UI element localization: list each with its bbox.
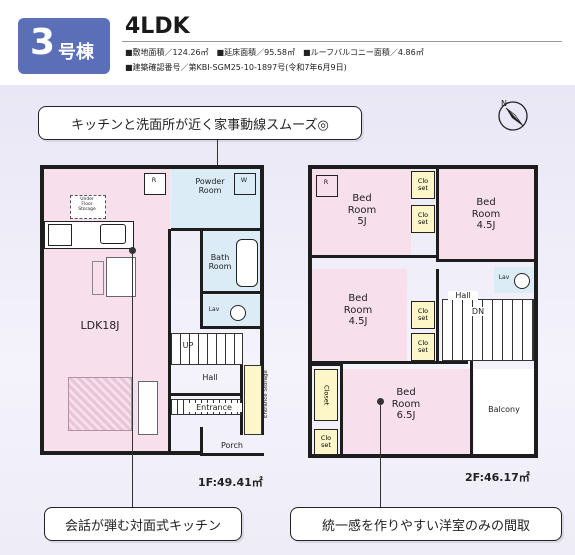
f1-wall-top: [40, 165, 262, 169]
balcony-area: [474, 369, 534, 455]
toilet-icon: [230, 305, 246, 321]
f1-wall-entrance-top: [171, 393, 241, 396]
bed1-ceiling-mark: [316, 175, 338, 197]
f1-wall-bath-bottom: [200, 291, 262, 294]
bed2-area: [438, 168, 534, 260]
f2-wall-bottom: [308, 454, 538, 458]
badge-number: 3: [30, 22, 56, 63]
hall-label: Hall: [202, 373, 218, 382]
f2-wall-left-low2: [308, 363, 312, 457]
closet-bed1-b: Clo set: [411, 205, 435, 233]
kitchen-sink-icon: [100, 224, 126, 244]
info-line-1: ■敷地面積／124.26㎡ ■延床面積／95.58㎡ ■ルーフバルコニー面積／4…: [125, 48, 424, 57]
dn-label: DN: [466, 307, 490, 317]
toilet2-icon: [514, 273, 530, 289]
callout-kitchen-laundry: キッチンと洗面所が近く家事動線スムーズ◎: [38, 106, 362, 140]
f2-wall-bed1-bottom: [308, 255, 436, 258]
bath-room-label: Bath Room: [208, 253, 232, 272]
building-number-badge: [18, 18, 110, 74]
refrigerator-icon: [144, 173, 166, 195]
bed4-area: [342, 369, 470, 455]
kitchen-counter: [44, 221, 134, 249]
powder-room-label: Powder Room: [195, 177, 225, 196]
f2-wall-bed4-right: [470, 361, 473, 456]
f1-wall-porch-bottom: [200, 453, 264, 456]
callout-connector-top: [217, 140, 218, 180]
bed1-area: [311, 168, 411, 256]
sofa: [138, 381, 158, 435]
lav-label: Lav: [208, 306, 220, 313]
refrigerator-mark: R: [151, 176, 157, 184]
floor2-plan: Clo set Clo set Clo set Clo set Closet C…: [308, 165, 538, 460]
f1-wall-left: [40, 165, 44, 455]
callout-connector-left: [132, 253, 133, 507]
f2-wall-bed3-bottom: [308, 361, 468, 364]
f2-wall-bed4-left: [340, 363, 343, 456]
callout-connector-right: [380, 404, 381, 508]
bed1-r-mark: R: [323, 178, 329, 186]
bed1-label: Bed Room 5J: [347, 193, 377, 227]
closet-bed4-a: Closet: [314, 369, 338, 421]
callout-open-kitchen: 会話が弾む対面式キッチン: [44, 507, 242, 541]
info-line-2: ■建築確認番号／第KBI-SGM25-10-1897号(令和7年6月9日): [125, 63, 347, 72]
closet-bed3-b: Clo set: [411, 333, 435, 361]
f1-wall-lav-bottom: [200, 326, 262, 329]
balcony-label: Balcony: [488, 405, 520, 414]
bed2-label: Bed Room 4.5J: [471, 197, 501, 231]
f2-wall-bed3-right: [436, 269, 439, 363]
bed3-label: Bed Room 4.5J: [343, 293, 373, 327]
dining-chairs: [92, 261, 104, 295]
underfloor-storage-label: Under Floor Storage: [78, 197, 96, 212]
f1-staircase: [171, 333, 243, 365]
dining-table: [106, 257, 136, 297]
f1-wall-bath-left: [200, 229, 203, 327]
header-divider: [122, 41, 562, 42]
washer-icon: [234, 173, 256, 195]
living-rug: [68, 377, 132, 431]
porch-label: Porch: [220, 441, 243, 450]
f2-wall-right: [534, 165, 538, 458]
floor1-plan: R Under Floor Storage W LDK18J Powder Ro…: [40, 165, 276, 460]
ldk-label: LDK18J: [80, 319, 120, 332]
plan-type: 4LDK: [125, 14, 190, 39]
callout-western-rooms: 統一感を作りやすい洋室のみの間取: [290, 507, 562, 541]
f1-wall-powder-bottom: [171, 228, 261, 231]
floor2-area-label: 2F:46.17㎡: [465, 471, 530, 484]
north-arrow-icon: N: [498, 99, 528, 131]
callout-dot-bedroom: [377, 398, 384, 405]
f2-wall-top: [308, 165, 538, 169]
f1-wall-mid: [168, 229, 171, 451]
badge-suffix: 号棟: [58, 42, 94, 63]
svg-text:N: N: [501, 99, 507, 108]
hall2-label: Hall: [448, 291, 478, 301]
f1-wall-right: [260, 165, 264, 435]
washer-mark: W: [240, 176, 248, 184]
f1-wall-bottom: [40, 451, 200, 455]
callout-dot-kitchen: [129, 247, 136, 254]
underfloor-storage-box: [70, 195, 106, 219]
powder-room-area: [171, 167, 261, 229]
up-label: UP: [182, 341, 194, 350]
entrance-storage-label: Entrance Storage: [262, 370, 269, 418]
f2-wall-left: [308, 165, 312, 365]
floor1-area-label: 1F:49.41㎡: [198, 476, 263, 489]
bathtub-icon: [236, 239, 258, 287]
closet-bed3-a: Clo set: [411, 301, 435, 329]
f1-wall-storage: [240, 365, 243, 435]
closet-bed1-a: Clo set: [411, 171, 435, 199]
f2-wall-left-lower: [308, 363, 342, 366]
lav2-label: Lav: [498, 274, 510, 281]
entrance-label: Entrance: [186, 403, 242, 413]
f1-wall-porch-left: [200, 427, 203, 455]
bed3-area: [311, 269, 407, 361]
f1-storage-shelf: [244, 365, 262, 435]
kitchen-stove-icon: [48, 224, 72, 246]
f2-wall-bed1-right: [436, 165, 439, 261]
bed4-label: Bed Room 6.5J: [391, 387, 421, 421]
closet-bed4-b: Clo set: [314, 429, 338, 455]
f2-wall-bed2-bottom: [436, 259, 536, 262]
